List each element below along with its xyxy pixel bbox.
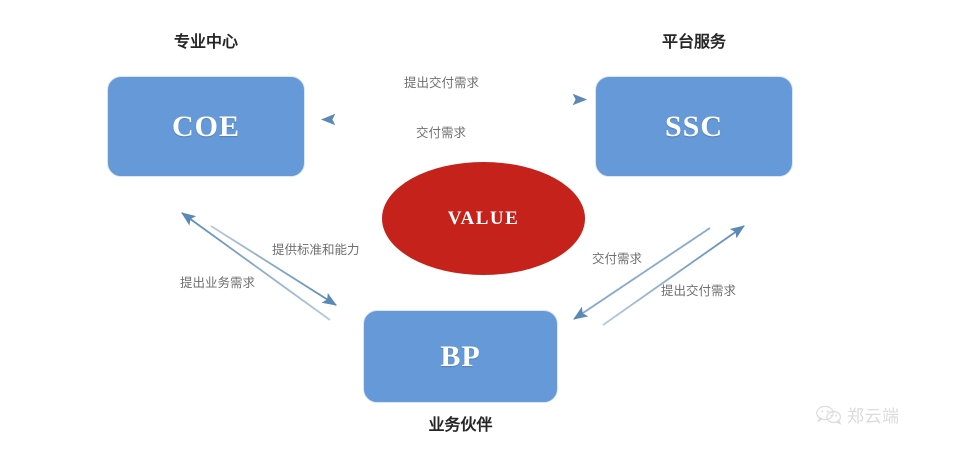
wechat-icon	[816, 405, 842, 425]
node-caption-bp: 业务伙伴	[428, 415, 493, 434]
edge-label-coe-to-ssc: 提出交付需求	[404, 75, 480, 90]
value-ellipse-label: VALUE	[447, 207, 520, 229]
node-caption-coe: 专业中心	[173, 32, 238, 51]
node-caption-ssc: 平台服务	[661, 32, 726, 51]
arrow-bp-to-ssc	[602, 225, 745, 326]
node-box-coe[interactable]: COE	[107, 76, 305, 177]
node-label-bp: BP	[440, 339, 481, 373]
node-box-bp[interactable]: BP	[363, 310, 558, 403]
edge-label-bp-to-coe: 提出业务需求	[180, 275, 256, 290]
node-label-ssc: SSC	[664, 109, 724, 143]
edge-label-ssc-to-bp: 交付需求	[592, 251, 643, 266]
node-label-coe: COE	[171, 109, 240, 143]
arrow-ssc-to-bp	[573, 227, 711, 320]
watermark-text: 郑云端	[847, 407, 900, 427]
arrow-bp-to-coe	[181, 212, 331, 321]
value-ellipse: VALUE	[382, 162, 585, 275]
watermark: 郑云端	[816, 402, 900, 427]
edge-label-bp-to-ssc: 提出交付需求	[661, 283, 737, 298]
edge-label-coe-to-bp: 提供标准和能力	[272, 242, 360, 257]
edge-label-ssc-to-coe: 交付需求	[416, 125, 467, 140]
node-box-ssc[interactable]: SSC	[595, 76, 793, 177]
arrow-coe-to-bp	[210, 225, 337, 306]
